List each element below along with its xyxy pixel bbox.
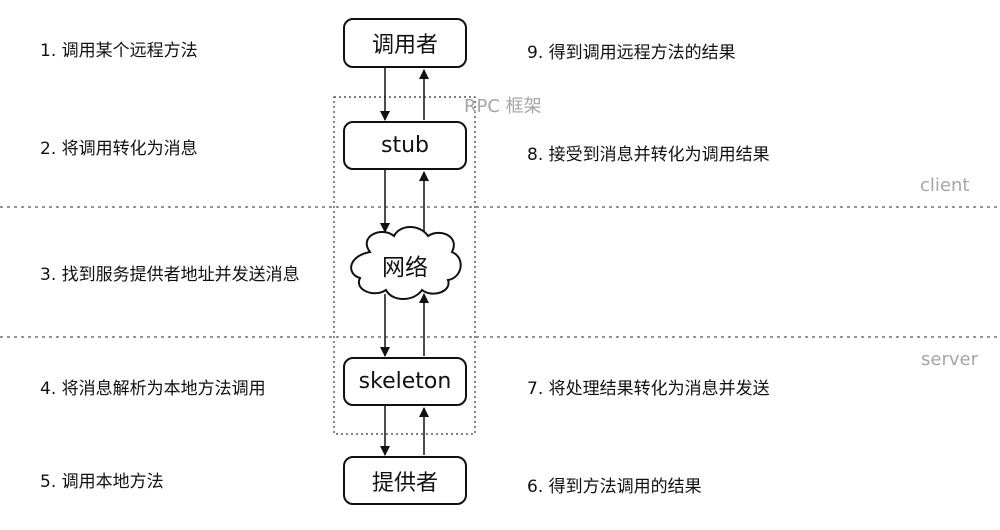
step-4: 4. 将消息解析为本地方法调用 bbox=[40, 379, 266, 399]
step-3: 3. 找到服务提供者地址并发送消息 bbox=[40, 265, 300, 285]
step-5: 5. 调用本地方法 bbox=[40, 472, 164, 492]
step-7: 7. 将处理结果转化为消息并发送 bbox=[527, 379, 770, 399]
network-cloud-shape bbox=[350, 226, 462, 300]
step-2: 2. 将调用转化为消息 bbox=[40, 139, 198, 159]
rpc-framework-box bbox=[333, 96, 476, 435]
stub-node: stub bbox=[343, 121, 467, 170]
rpc-framework-label: RPC 框架 bbox=[464, 96, 542, 117]
server-zone-label: server bbox=[921, 349, 978, 370]
skeleton-node: skeleton bbox=[343, 357, 467, 406]
provider-node: 提供者 bbox=[343, 456, 467, 505]
caller-node: 调用者 bbox=[343, 18, 467, 68]
network-node-label: 网络 bbox=[382, 255, 428, 281]
step-1: 1. 调用某个远程方法 bbox=[40, 41, 198, 61]
step-8: 8. 接受到消息并转化为调用结果 bbox=[527, 145, 770, 165]
step-9: 9. 得到调用远程方法的结果 bbox=[527, 43, 736, 63]
step-6: 6. 得到方法调用的结果 bbox=[527, 477, 702, 497]
client-zone-label: client bbox=[920, 175, 970, 196]
